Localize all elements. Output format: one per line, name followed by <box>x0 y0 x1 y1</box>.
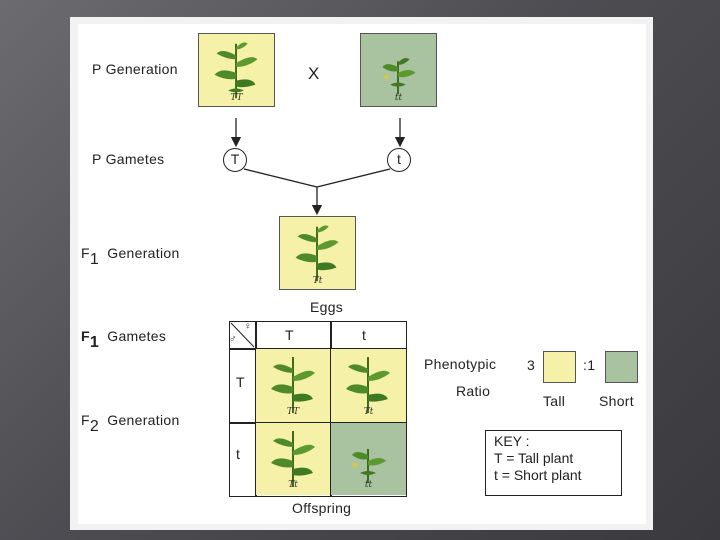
ratio-title-line1: Phenotypic <box>424 356 497 372</box>
f1-gametes-label: F1 Gametes <box>81 328 167 351</box>
f1g-letter: F <box>81 328 90 344</box>
row-header-1: T <box>236 374 245 390</box>
short-plant-icon <box>352 449 386 483</box>
p-gamete-right: t <box>387 148 411 172</box>
tall-label: Tall <box>543 393 566 409</box>
col-header-2: t <box>362 327 367 343</box>
tall-plant-icon <box>271 357 315 413</box>
p-short-genotype: tt <box>394 93 403 103</box>
f1-subscript: 1 <box>89 251 100 268</box>
punnett-cell-tt-upper: TT <box>256 349 330 422</box>
f1-generation-label: F1 Generation <box>81 245 180 268</box>
grid-divider-col <box>330 322 332 496</box>
eggs-label: Eggs <box>310 299 344 315</box>
short-swatch <box>605 351 638 383</box>
cell-genotype: tt <box>364 480 373 490</box>
short-label: Short <box>599 393 634 409</box>
p-generation-label: P Generation <box>92 61 178 77</box>
cell-genotype: Tt <box>288 480 298 490</box>
tall-plant-icon <box>346 357 390 413</box>
female-symbol: ♀ <box>244 321 252 332</box>
join-line-left <box>243 168 318 188</box>
grid-divider-col <box>255 322 257 496</box>
f1-plant-tile: Tt <box>279 216 356 290</box>
grid-divider-row <box>230 422 406 424</box>
key-line-short: t = Short plant <box>494 467 582 483</box>
tall-plant-icon <box>295 225 339 282</box>
key-title: KEY : <box>494 433 530 449</box>
tall-swatch <box>543 351 576 383</box>
punnett-cell-short: tt <box>331 423 406 495</box>
ratio-short-count: :1 <box>583 357 596 373</box>
tall-plant-icon <box>271 431 315 487</box>
f2-letter: F <box>81 412 90 428</box>
f1-gametes-text: Gametes <box>107 328 167 344</box>
join-line-right <box>316 168 391 188</box>
punnett-square <box>229 321 407 497</box>
tall-plant-icon <box>214 42 258 99</box>
f2-subscript: 2 <box>89 418 100 435</box>
p-tall-plant-tile: TT <box>198 33 275 107</box>
short-plant-icon <box>382 58 416 95</box>
cross-symbol: X <box>308 64 320 83</box>
f2-generation-label: F2 Generation <box>81 412 180 435</box>
p-tall-genotype: TT <box>230 93 243 103</box>
p-short-plant-tile: tt <box>360 33 437 107</box>
key-box: KEY : T = Tall plant t = Short plant <box>485 430 622 496</box>
offspring-label: Offspring <box>292 500 352 516</box>
p-gametes-label: P Gametes <box>92 151 165 167</box>
grid-divider-row <box>230 348 406 350</box>
ratio-tall-count: 3 <box>527 357 536 373</box>
f1-generation-text: Generation <box>107 245 180 261</box>
f1-letter: F <box>81 245 90 261</box>
row-header-2: t <box>236 446 241 462</box>
cell-genotype: TT <box>286 407 300 417</box>
punnett-cell-tall: Tt <box>256 423 330 495</box>
key-line-tall: T = Tall plant <box>494 450 574 466</box>
male-symbol: ♂ <box>229 334 237 345</box>
punnett-cell-tall: Tt <box>331 349 406 422</box>
ratio-title-line2: Ratio <box>456 383 491 399</box>
p-gamete-left: T <box>223 148 247 172</box>
f1-genotype: Tt <box>312 276 323 286</box>
f1g-subscript: 1 <box>89 334 100 351</box>
f2-generation-text: Generation <box>107 412 180 428</box>
corner-diagonal <box>230 322 255 348</box>
cell-genotype: Tt <box>363 407 374 417</box>
col-header-1: T <box>285 327 294 343</box>
